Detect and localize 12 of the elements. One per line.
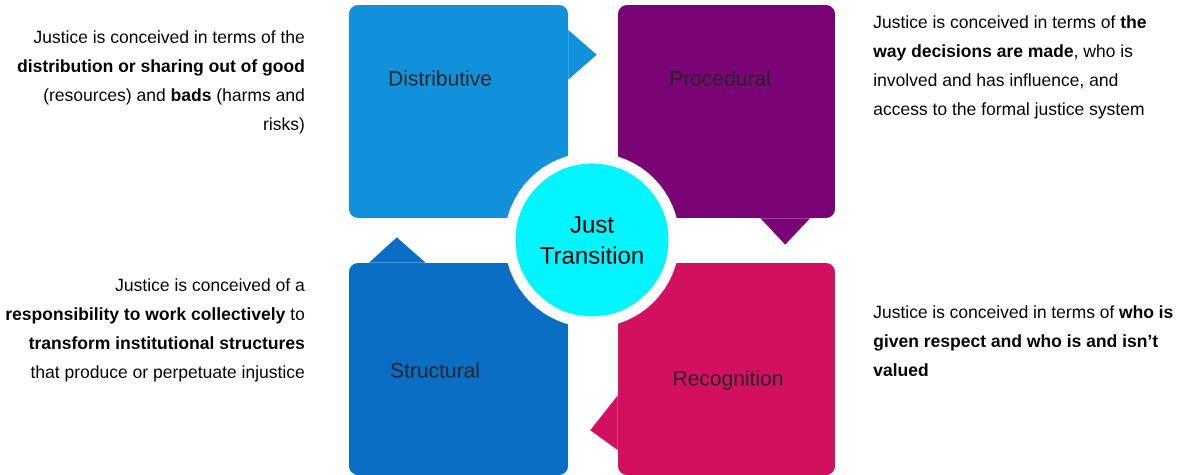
quadrant-box: Distributive — [349, 5, 568, 218]
pointer-arrow — [590, 395, 618, 451]
pointer-arrow — [368, 237, 426, 263]
quadrant-box: Procedural — [618, 5, 835, 218]
pointer-arrow — [760, 218, 811, 245]
description-text: Justice is conceived in terms of the distribution or sharing out of good (resources) and bads (harms and risks) — [17, 30, 304, 134]
description-text: Justice is conceived in terms of the way decisions are made, who is involved and has influence, and access to the formal justice system — [873, 15, 1146, 119]
quadrant-box: Structural — [349, 263, 568, 475]
description-text: Justice is conceived in terms of who is given respect and who is and isn’t valued — [873, 305, 1173, 377]
description-text: Justice is conceived of a responsibility to work collectively to transform institutional structures that produce or perpetuate injustice — [6, 278, 305, 382]
pointer-arrow — [568, 29, 597, 80]
quadrant-box: Recognition — [618, 263, 835, 475]
